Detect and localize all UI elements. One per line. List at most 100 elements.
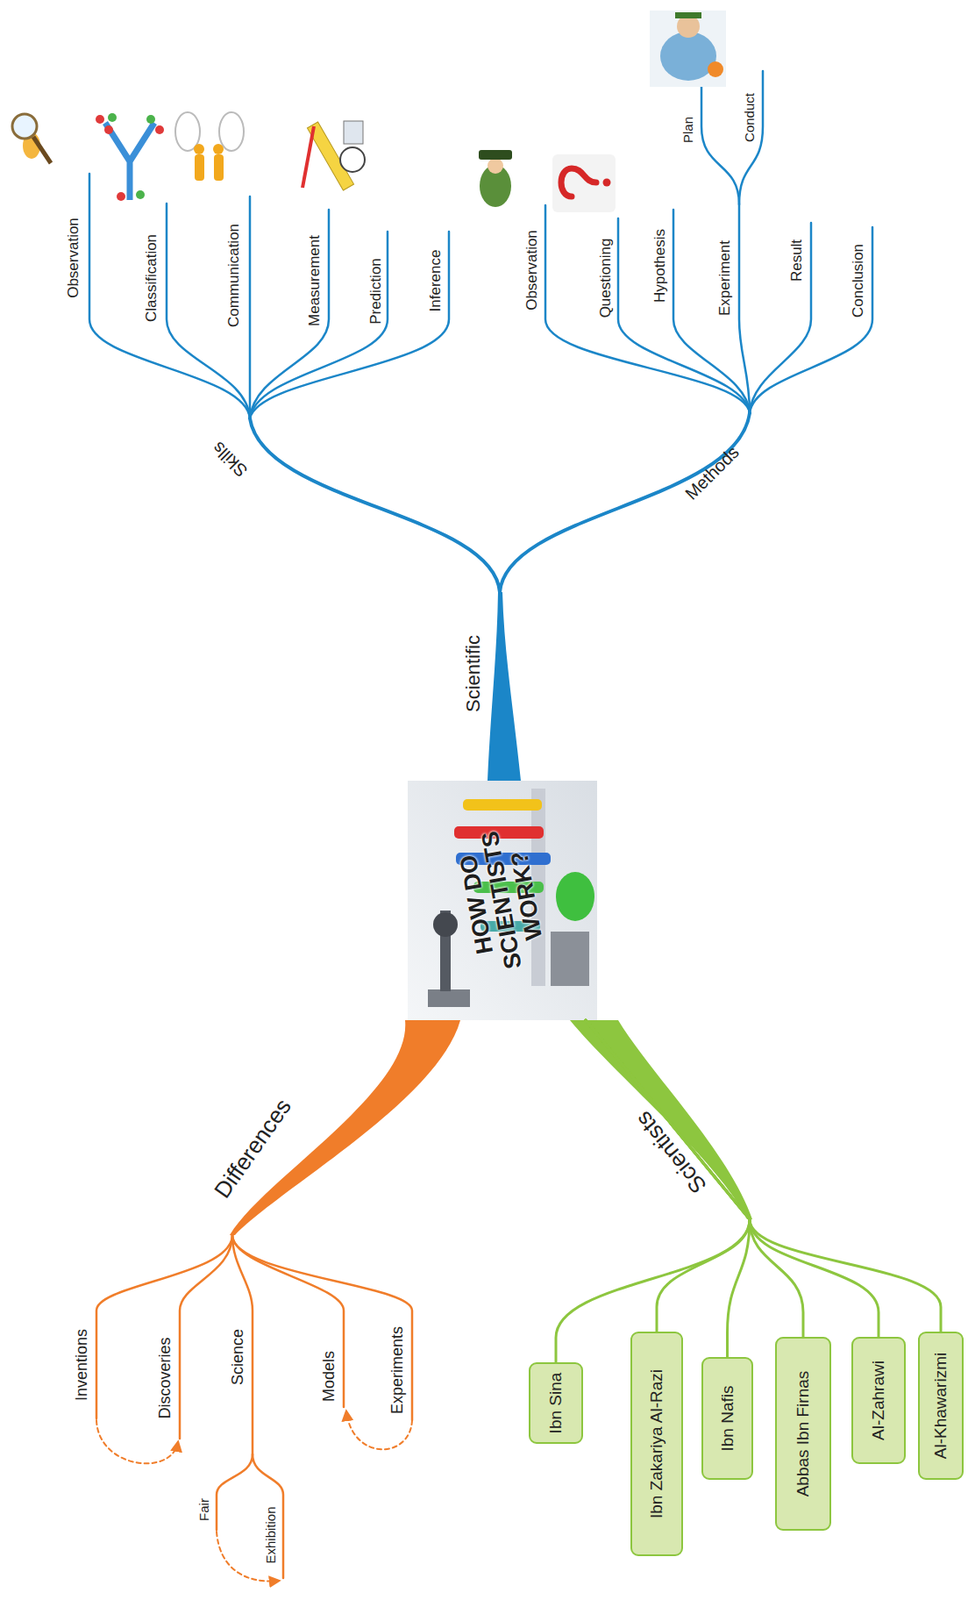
icon-shape (552, 154, 616, 213)
leaf-label: Experiment (717, 240, 733, 316)
leaf-label: Exhibition (263, 1505, 278, 1563)
scientist-box: Ibn Sina (528, 1361, 584, 1444)
node-text: Al-Khawarizmi (931, 1352, 951, 1459)
leaf-line (249, 196, 252, 419)
scientist-box: Al-Khawarizmi (918, 1331, 964, 1480)
node-text: Al-Zahrawi (868, 1359, 889, 1440)
leaf-line (249, 231, 449, 419)
icon-shape (155, 125, 164, 135)
leaf-label: Observation (524, 229, 540, 311)
differences-branch (96, 1019, 461, 1581)
icon-shape (33, 136, 51, 164)
scientist-icon (649, 10, 726, 87)
branch-connector (585, 1019, 941, 1331)
icon-shape (194, 154, 205, 181)
icon-shape (116, 192, 126, 201)
leaf-label: Hypothesis (652, 228, 668, 303)
node-text: Ibn Zakariya Al-Razi (647, 1368, 667, 1518)
leaf-line (232, 1234, 344, 1407)
leaf-label: Classification (143, 234, 159, 322)
leaf-line (252, 1453, 284, 1578)
observation-icon (12, 113, 51, 164)
branch-label: Methods (682, 442, 742, 503)
leaf-label: Inference (427, 249, 443, 313)
leaf-line (739, 71, 763, 205)
leaf-line (545, 205, 750, 413)
scientist-box: Ibn Nafis (701, 1356, 754, 1480)
scientific-branch (89, 71, 873, 781)
leaf-label: Fair (197, 1497, 211, 1521)
icon-shape (340, 147, 365, 172)
icon-shape (104, 125, 114, 135)
detective-icon (478, 149, 513, 207)
node-text: Ibn Sina (546, 1372, 566, 1434)
classification-icon (95, 113, 164, 201)
icon-shape (105, 122, 155, 200)
icon-shape (135, 190, 145, 200)
leaf-line (749, 227, 873, 413)
green-flask (555, 871, 595, 921)
icon-shape (660, 31, 717, 81)
measurement-icon (302, 121, 365, 191)
leaf-line (232, 1234, 413, 1420)
leaf-label: Plan (681, 116, 695, 143)
leaf-label: Science (229, 1328, 246, 1385)
leaf-line (216, 1453, 253, 1530)
scientist-box: Ibn Zakariya Al-Razi (630, 1331, 684, 1556)
leaf-label: Models (320, 1350, 337, 1402)
branch-connector (555, 1019, 750, 1362)
leaf-label: Communication (226, 223, 242, 328)
leaf-line (179, 1234, 233, 1438)
leaf-label: Questioning (597, 238, 613, 319)
leaf-line (739, 204, 750, 413)
leaf-line (96, 1234, 233, 1418)
leaf-label: Inventions (73, 1328, 90, 1401)
leaf-label: Conclusion (850, 243, 866, 318)
icon-shape (146, 114, 156, 124)
icon-shape (302, 126, 314, 188)
icon-shape (649, 10, 726, 87)
leaf-line (749, 222, 812, 413)
icon-shape (603, 178, 612, 187)
leaf-label: Prediction (368, 257, 384, 325)
node-text: HOW DO SCIENTISTS WORK? (449, 811, 555, 989)
scientist-box: Al-Zahrawi (851, 1336, 906, 1464)
leaf-line (701, 71, 740, 205)
icon-shape (478, 149, 513, 160)
icon-shape (487, 157, 504, 174)
leaf-label: Measurement (306, 234, 322, 327)
leaf-line (249, 231, 388, 419)
leaf-label: Experiments (389, 1325, 406, 1414)
node-text: Ibn Nafis (718, 1385, 738, 1452)
test-tube (462, 798, 542, 811)
branch-trunk (487, 591, 521, 781)
scientist-box: Abbas Ibn Firnas (775, 1336, 832, 1531)
microscope-base (427, 989, 470, 1007)
branch-connector (585, 1019, 750, 1331)
question-icon (552, 154, 616, 213)
branch-line (249, 418, 500, 592)
icon-shape (213, 143, 224, 155)
leaf-line (249, 209, 329, 419)
leaf-label: Discoveries (156, 1336, 173, 1418)
microscope-lens (433, 911, 458, 937)
branch-label: Scientists (631, 1107, 711, 1198)
branch-line (499, 412, 750, 592)
icon-shape (12, 113, 37, 139)
branch-label: Skills (208, 438, 250, 480)
node-text: Abbas Ibn Firnas (793, 1370, 813, 1497)
dashed-arrow (346, 1410, 413, 1449)
leaf-label: Observation (65, 217, 81, 299)
leaf-label: Conduct (742, 92, 756, 143)
icon-shape (561, 168, 597, 197)
dashed-arrow (96, 1419, 178, 1463)
leaf-line (166, 203, 250, 419)
icon-shape (707, 61, 724, 78)
branch-connector (585, 1019, 879, 1337)
icon-shape (343, 121, 363, 144)
branch-connector (585, 1019, 804, 1337)
branch-label: Differences (210, 1094, 295, 1202)
icon-shape (95, 114, 105, 124)
